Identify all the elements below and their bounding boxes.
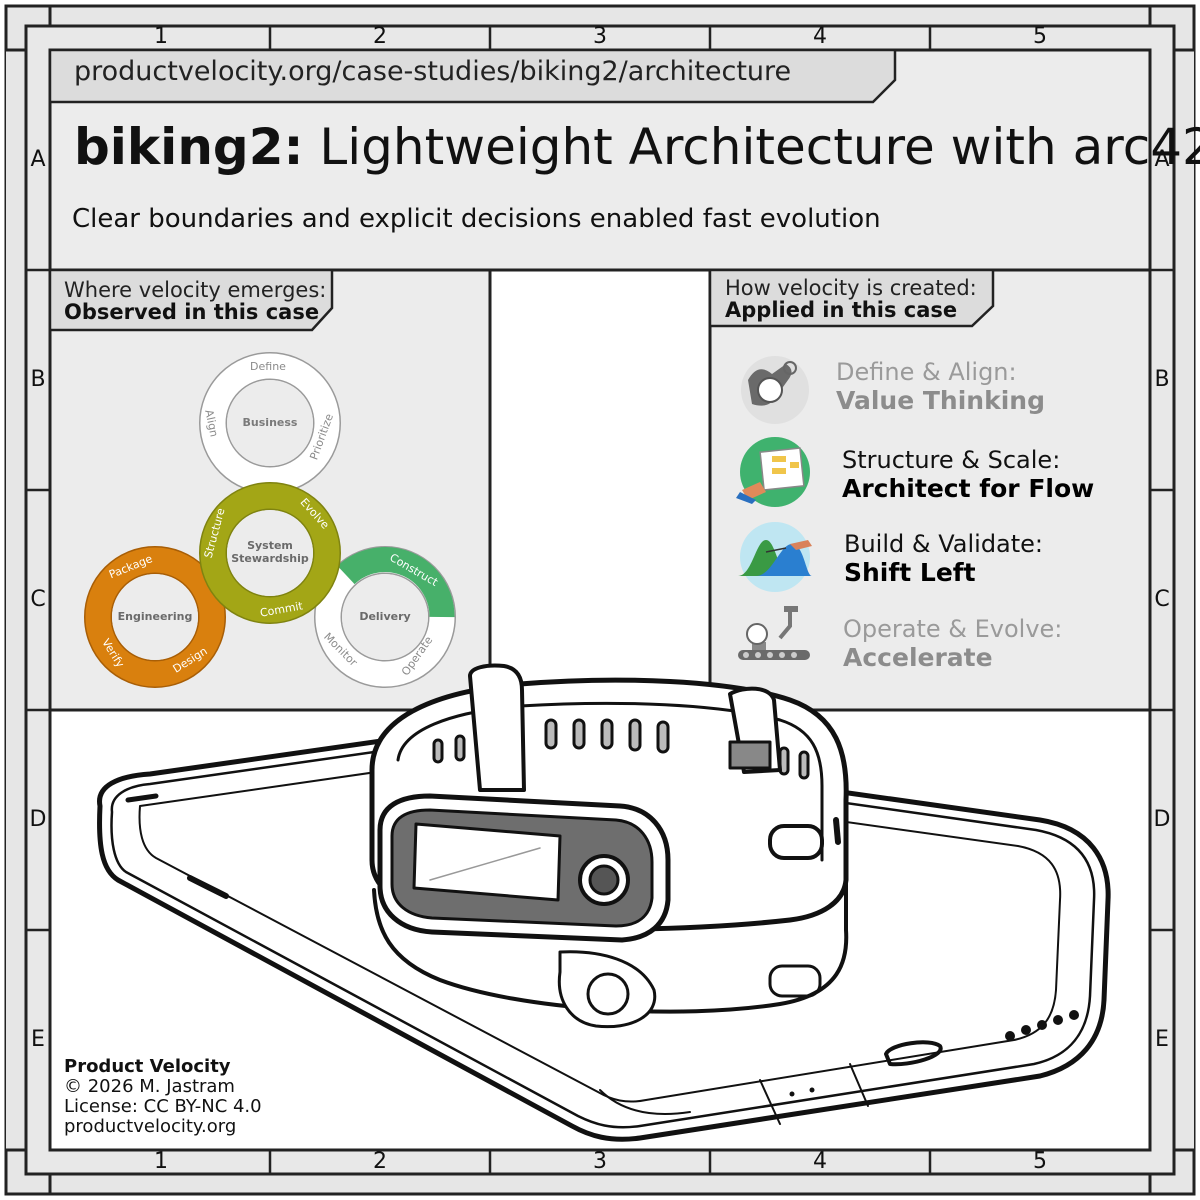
method-accelerate: Operate & Evolve: Accelerate (843, 615, 1062, 672)
row-label-left-a: A (30, 147, 46, 172)
footer-copyright: © 2026 M. Jastram (64, 1076, 235, 1097)
row-label-right-a: A (1154, 147, 1170, 172)
row-label-left-c: C (30, 587, 46, 612)
page-title: biking2: Lightweight Architecture with a… (74, 118, 1200, 176)
stewardship-label-2: Stewardship (231, 552, 309, 565)
method-value-thinking: Define & Align: Value Thinking (836, 358, 1045, 415)
business-label: Business (243, 416, 298, 429)
conveyor-robot-icon (738, 606, 810, 660)
left-tab-subheading: Observed in this case (64, 300, 320, 324)
bell-curve-icon (738, 522, 812, 592)
method-shift-left-category: Build & Validate: (844, 530, 1044, 558)
method-shift-left-name: Shift Left (844, 558, 976, 587)
row-label-left-d: D (29, 807, 47, 832)
right-tab-subheading: Applied in this case (725, 298, 958, 322)
row-label-left-b: B (30, 367, 46, 392)
title-bold: biking2: (74, 118, 304, 176)
row-label-right-c: C (1154, 587, 1170, 612)
footer-credits: Product Velocity © 2026 M. Jastram Licen… (64, 1057, 262, 1137)
method-value-thinking-category: Define & Align: (836, 358, 1017, 386)
method-architect-for-flow: Structure & Scale: Architect for Flow (842, 446, 1094, 503)
row-label-right-d: D (1153, 807, 1171, 832)
compass-hands-icon (741, 356, 809, 424)
row-label-right-b: B (1154, 367, 1170, 392)
col-label-bottom-2: 2 (373, 1149, 387, 1174)
footer-site[interactable]: productvelocity.org (64, 1116, 237, 1137)
row-label-right-e: E (1155, 1027, 1169, 1052)
page-url[interactable]: productvelocity.org/case-studies/biking2… (74, 56, 792, 87)
left-tab-heading: Where velocity emerges: (64, 278, 327, 302)
delivery-label: Delivery (359, 610, 410, 623)
engineering-label: Engineering (118, 610, 193, 623)
segment-align: Align (202, 408, 220, 438)
col-label-top-5: 5 (1033, 24, 1047, 49)
method-architect-for-flow-category: Structure & Scale: (842, 446, 1061, 474)
col-label-top-3: 3 (593, 24, 607, 49)
col-label-bottom-1: 1 (154, 1149, 168, 1174)
method-value-thinking-name: Value Thinking (836, 386, 1045, 415)
footer-brand: Product Velocity (64, 1056, 231, 1077)
blueprint-icon (736, 437, 810, 507)
col-label-top-4: 4 (813, 24, 827, 49)
col-label-bottom-5: 5 (1033, 1149, 1047, 1174)
col-label-top-2: 2 (373, 24, 387, 49)
method-shift-left: Build & Validate: Shift Left (844, 530, 1043, 587)
col-label-bottom-3: 3 (593, 1149, 607, 1174)
method-architect-for-flow-name: Architect for Flow (842, 474, 1095, 503)
method-accelerate-category: Operate & Evolve: (843, 615, 1063, 643)
right-tab-heading: How velocity is created: (725, 276, 977, 300)
row-label-left-e: E (31, 1027, 45, 1052)
page-subtitle: Clear boundaries and explicit decisions … (72, 204, 881, 234)
footer-license: License: CC BY-NC 4.0 (64, 1096, 262, 1117)
phone-band-illustration (97, 663, 1111, 1142)
stewardship-label-1: System (247, 539, 293, 552)
title-rest: Lightweight Architecture with arc42 (303, 118, 1200, 176)
segment-define: Define (250, 360, 286, 373)
method-accelerate-name: Accelerate (843, 643, 993, 672)
col-label-bottom-4: 4 (813, 1149, 827, 1174)
col-label-top-1: 1 (154, 24, 168, 49)
